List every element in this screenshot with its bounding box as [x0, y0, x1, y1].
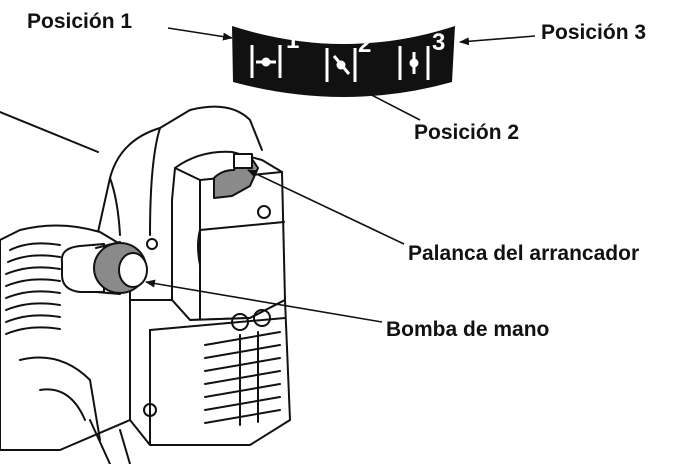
choke-number-3: 3: [432, 29, 445, 56]
choke-symbol-2: [325, 48, 357, 82]
frame-tube: [0, 111, 99, 153]
leader-starter-lever: [247, 169, 405, 245]
leader-position-2: [357, 87, 421, 121]
cooling-fins-left: [5, 242, 61, 335]
leader-position-1: [167, 27, 233, 41]
vent-grille: [204, 331, 281, 426]
choke-symbol-1: [250, 45, 282, 78]
label-position-1: Posición 1: [27, 10, 133, 33]
housing-top-curve: [97, 105, 263, 233]
label-hand-pump: Bomba de mano: [386, 318, 550, 341]
choke-number-2: 2: [358, 31, 371, 58]
engine-housing: [0, 105, 291, 465]
choke-position-plate: 1 2 3: [232, 26, 455, 97]
label-position-2: Posición 2: [414, 121, 520, 144]
housing-bolt: [143, 403, 157, 417]
choke-number-1: 1: [286, 27, 299, 54]
label-starter-lever: Palanca del arrancador: [408, 242, 640, 265]
choke-symbol-3: [398, 46, 430, 80]
leader-position-3: [459, 35, 536, 46]
label-position-3: Posición 3: [541, 21, 647, 44]
leader-hand-pump: [145, 279, 383, 323]
carb-screw: [257, 205, 271, 219]
callout-lines: [145, 27, 536, 323]
hand-pump-face: [118, 252, 148, 288]
starter-lever-tip: [233, 153, 253, 169]
